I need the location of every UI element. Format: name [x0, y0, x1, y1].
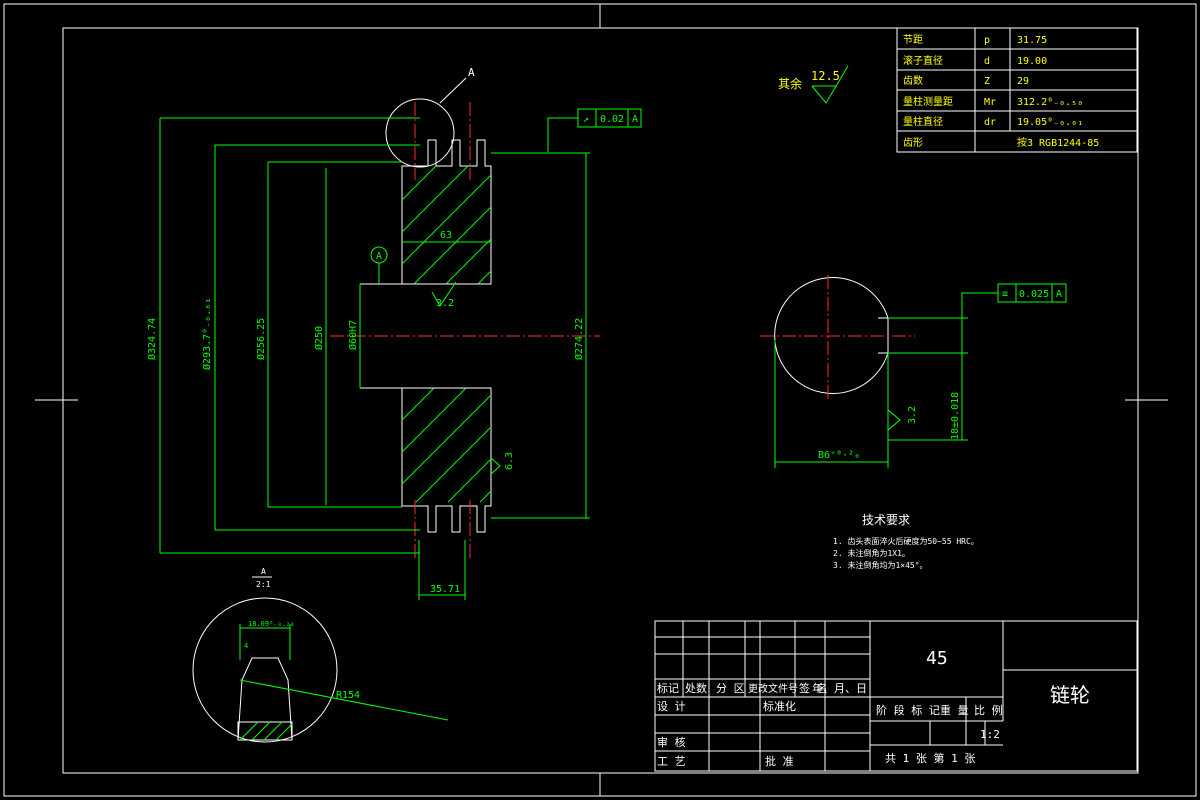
svg-text:6.3: 6.3 [504, 452, 515, 470]
param-value-5: 19.05⁰₋₀.₀₁ [1017, 117, 1083, 128]
title-block: 45 链轮 标记 处数 分 区 更改文件号 签 名 年、月、日 设 计 标准化 … [654, 620, 1138, 772]
svg-text:Ø250: Ø250 [313, 326, 325, 350]
svg-text:1. 齿头表面淬火后硬度为50~55 HRC。: 1. 齿头表面淬火后硬度为50~55 HRC。 [833, 536, 979, 546]
svg-text:3.2: 3.2 [436, 298, 454, 309]
svg-text:R154: R154 [336, 690, 360, 701]
svg-text:共 1 张 第 1 张: 共 1 张 第 1 张 [885, 751, 975, 765]
svg-text:≡: ≡ [1002, 289, 1008, 300]
svg-text:18.09⁰₋₀.₂₀: 18.09⁰₋₀.₂₀ [248, 620, 294, 628]
svg-text:年、月、日: 年、月、日 [812, 681, 867, 695]
param-name-4: 量柱测量距 [903, 95, 953, 108]
param-value-4: 312.2⁰₋₀.₅₀ [1017, 97, 1083, 108]
svg-text:重 量: 重 量 [940, 703, 969, 717]
svg-text:A: A [1056, 289, 1062, 300]
diameter-dimensions: Ø324.74 Ø293.7⁰₋₀.₈₁ Ø256.25 Ø250 Ø60H7 … [146, 117, 590, 600]
svg-text:1:2: 1:2 [980, 728, 1000, 741]
param-name-3: 齿数 [903, 74, 923, 87]
svg-text:批 准: 批 准 [765, 754, 794, 768]
param-symbol-2: d [984, 56, 990, 67]
svg-text:3.2: 3.2 [907, 406, 918, 424]
svg-text:Ø274.22: Ø274.22 [573, 318, 585, 360]
svg-text:0.02: 0.02 [600, 114, 624, 125]
svg-text:18±0.018: 18±0.018 [950, 392, 961, 440]
param-symbol-4: Mr [984, 97, 996, 108]
svg-text:审 核: 审 核 [657, 735, 686, 749]
tech-requirements: 技术要求 1. 齿头表面淬火后硬度为50~55 HRC。 2. 未注倒角为1X1… [833, 513, 979, 570]
runout-tolerance: ↗ 0.02 A [547, 108, 642, 152]
param-name-6: 齿形 [903, 137, 923, 149]
svg-text:其余: 其余 [778, 76, 802, 91]
param-name-5: 量柱直径 [903, 115, 943, 128]
svg-text:A: A [632, 114, 638, 125]
svg-text:A: A [261, 567, 266, 576]
svg-text:标记: 标记 [657, 681, 679, 695]
svg-text:2. 未注倒角为1X1。: 2. 未注倒角为1X1。 [833, 548, 910, 558]
section-view: A [330, 66, 600, 560]
svg-text:A: A [376, 251, 382, 262]
param-name-1: 节距 [903, 34, 923, 46]
detail-view: A 2:1 18.09⁰₋₀.₂₀ 4 R154 [192, 567, 449, 743]
svg-text:设 计: 设 计 [657, 700, 686, 713]
param-name-2: 滚子直径 [903, 54, 943, 67]
svg-text:工 艺: 工 艺 [657, 755, 686, 768]
svg-text:2:1: 2:1 [256, 580, 271, 589]
svg-text:签 名: 签 名 [799, 681, 828, 695]
svg-text:↗: ↗ [583, 114, 589, 125]
side-view: ≡ 0.025 A 18±0.018 B6⁺⁰·²₀ 3.2 [760, 275, 1067, 468]
svg-text:Ø60H7: Ø60H7 [347, 320, 359, 350]
param-value-6: 按3 RGB1244-85 [1017, 136, 1099, 149]
param-value-1: 31.75 [1017, 35, 1047, 46]
svg-text:Ø256.25: Ø256.25 [255, 318, 267, 360]
svg-text:63: 63 [440, 230, 452, 241]
param-symbol-3: Z [984, 76, 990, 87]
svg-text:A: A [468, 66, 475, 79]
svg-text:B6⁺⁰·²₀: B6⁺⁰·²₀ [818, 450, 860, 461]
svg-text:Ø293.7⁰₋₀.₈₁: Ø293.7⁰₋₀.₈₁ [201, 298, 213, 370]
svg-text:标准化: 标准化 [763, 699, 796, 713]
svg-text:技术要求: 技术要求 [862, 513, 910, 527]
svg-text:比 例: 比 例 [974, 703, 1003, 717]
svg-text:45: 45 [926, 648, 948, 669]
svg-text:12.5: 12.5 [811, 69, 840, 83]
svg-text:分 区: 分 区 [716, 682, 745, 695]
param-symbol-5: dr [984, 117, 996, 128]
svg-text:4: 4 [244, 642, 248, 650]
svg-text:阶 段 标 记: 阶 段 标 记 [876, 703, 940, 717]
param-value-3: 29 [1017, 76, 1029, 87]
svg-text:0.025: 0.025 [1019, 289, 1049, 300]
svg-text:Ø324.74: Ø324.74 [146, 318, 158, 360]
svg-text:更改文件号: 更改文件号 [748, 682, 798, 695]
svg-text:35.71: 35.71 [430, 584, 460, 595]
svg-text:3. 未注倒角均为1×45°。: 3. 未注倒角均为1×45°。 [833, 560, 928, 570]
param-table: 节距 p 31.75 滚子直径 d 19.00 齿数 Z 29 量柱测量距 Mr… [896, 27, 1138, 153]
param-symbol-1: p [984, 35, 990, 46]
svg-text:处数: 处数 [685, 682, 707, 695]
param-value-2: 19.00 [1017, 56, 1047, 67]
sheet-border [3, 3, 1197, 797]
roughness-rest: 其余 12.5 [778, 65, 849, 104]
svg-text:链轮: 链轮 [1050, 683, 1090, 707]
